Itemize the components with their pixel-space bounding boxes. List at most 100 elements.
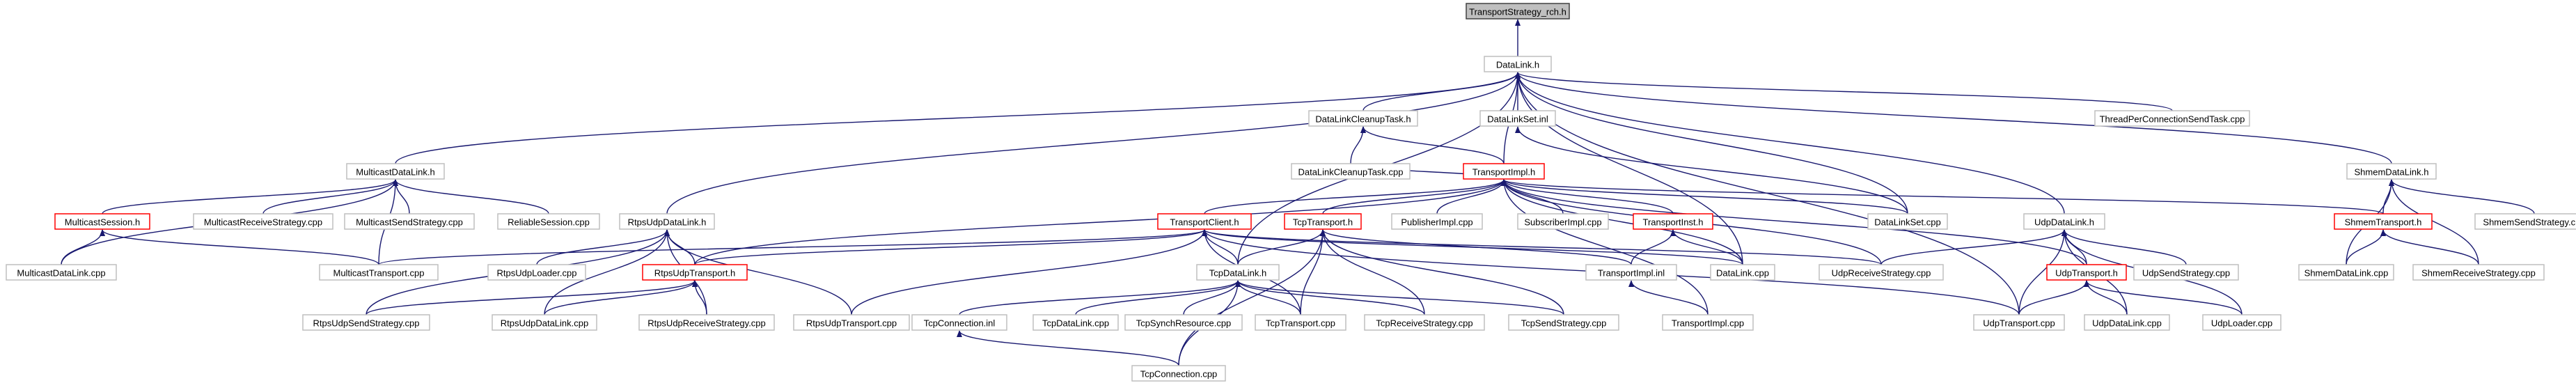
node-sdl[interactable]: ShmemDataLink.h [2346,163,2437,180]
edge-rudlc-to-rut [544,280,698,315]
node-box [54,213,150,230]
node-label: TcpSynchResource.cpp [1136,318,1232,329]
node-pi[interactable]: PublisherImpl.cpp [1391,213,1483,230]
node-label: RtpsUdpReceiveStrategy.cpp [647,318,766,329]
node-rudl[interactable]: RtpsUdpDataLink.h [619,213,715,230]
node-udlc[interactable]: UdpDataLink.cpp [2084,314,2170,331]
node-tcl[interactable]: TransportClient.h [1157,213,1252,230]
node-label: TcpConnection.cpp [1140,369,1218,380]
node-label: DataLinkCleanupTask.h [1315,114,1411,125]
node-box [2412,264,2545,281]
node-tpc[interactable]: ThreadPerConnectionSendTask.cpp [2094,110,2250,127]
node-tcinl[interactable]: TcpConnection.inl [911,314,1007,331]
node-rudlc[interactable]: RtpsUdpDataLink.cpp [492,314,597,331]
node-si[interactable]: SubscriberImpl.cpp [1517,213,1609,230]
node-label: UdpReceiveStrategy.cpp [1832,268,1931,279]
node-box [1196,264,1280,281]
node-mdl[interactable]: MulticastDataLink.h [346,163,445,180]
node-trsc[interactable]: TcpReceiveStrategy.cpp [1364,314,1485,331]
node-label: MulticastTransport.cpp [333,268,424,279]
node-dlc[interactable]: DataLink.cpp [1710,264,1775,281]
node-ut[interactable]: UdpTransport.h [2046,264,2127,281]
node-dlctc[interactable]: DataLinkCleanupTask.cpp [1291,163,1411,180]
node-st[interactable]: ShmemTransport.h [2334,213,2433,230]
node-sss[interactable]: ShmemSendStrategy.cpp [2474,213,2576,230]
node-tcc[interactable]: TcpConnection.cpp [1131,365,1226,382]
node-tin[interactable]: TransportInst.h [1633,213,1713,230]
node-tdl[interactable]: TcpDataLink.h [1196,264,1280,281]
node-tsr[interactable]: TcpSynchResource.cpp [1124,314,1243,331]
node-urs[interactable]: UdpReceiveStrategy.cpp [1819,264,1944,281]
node-box [2094,110,2250,127]
node-mt[interactable]: MulticastTransport.cpp [319,264,439,281]
node-box [2474,213,2576,230]
node-box [2346,163,2437,180]
node-label: RtpsUdpTransport.cpp [806,318,897,329]
node-box [1508,314,1619,331]
node-utc[interactable]: UdpTransport.cpp [1973,314,2065,331]
node-dlsc[interactable]: DataLinkSet.cpp [1867,213,1948,230]
node-srs[interactable]: ShmemReceiveStrategy.cpp [2412,264,2545,281]
node-ttc[interactable]: TcpTransport.cpp [1255,314,1346,331]
node-label: ShmemReceiveStrategy.cpp [2421,268,2536,279]
edge-russ-to-rut [366,280,698,315]
node-box [346,163,445,180]
edge-tt-to-ti [1322,179,1507,214]
node-rutc[interactable]: RtpsUdpTransport.cpp [793,314,910,331]
edge-ut-to-ti [1501,179,2087,265]
node-box [638,314,775,331]
edge-rurs-to-rut [692,280,707,315]
node-udl[interactable]: UdpDataLink.h [2023,213,2105,230]
node-mrs[interactable]: MulticastReceiveStrategy.cpp [193,213,333,230]
node-dlsi[interactable]: DataLinkSet.inl [1479,110,1556,127]
node-rul[interactable]: RtpsUdpLoader.cpp [487,264,586,281]
edge-rudlc-to-rudl [544,229,670,315]
node-mss[interactable]: MulticastSendStrategy.cpp [344,213,475,230]
edge-tdlc-to-tdl [1075,280,1241,315]
node-box [1517,213,1609,230]
node-box [6,264,117,281]
node-label: TransportClient.h [1170,217,1239,228]
node-label: DataLinkSet.inl [1487,114,1548,125]
edge-udl-to-dl [1515,72,2065,214]
edge-rut-to-tcl [694,229,1207,265]
node-tiinl[interactable]: TransportImpl.inl [1585,264,1677,281]
node-sdlc[interactable]: ShmemDataLink.cpp [2298,264,2394,281]
edge-ulc-to-ut [2084,280,2243,315]
node-rurs[interactable]: RtpsUdpReceiveStrategy.cpp [638,314,775,331]
node-label: TcpSendStrategy.cpp [1521,318,1607,329]
node-ms[interactable]: MulticastSession.h [54,213,150,230]
edge-dlsc-to-dlsi [1515,126,1908,214]
node-box [319,264,439,281]
node-label: TcpConnection.inl [924,318,996,329]
node-mdlc[interactable]: MulticastDataLink.cpp [6,264,117,281]
node-box [1463,163,1545,180]
node-box [642,264,748,281]
edge-tcc-to-tt [1178,229,1326,366]
node-tt[interactable]: TcpTransport.h [1284,213,1362,230]
node-label: TransportStrategy_rch.h [1469,7,1566,17]
node-rut[interactable]: RtpsUdpTransport.h [642,264,748,281]
edge-tcinl-to-tdl [959,280,1241,315]
node-box [2298,264,2394,281]
node-tss[interactable]: TcpSendStrategy.cpp [1508,314,1619,331]
node-dl[interactable]: DataLink.h [1484,56,1552,72]
node-trs[interactable]: TransportStrategy_rch.h [1466,3,1570,20]
node-tdlc[interactable]: TcpDataLink.cpp [1032,314,1119,331]
node-tic[interactable]: TransportImpl.cpp [1662,314,1754,331]
edge-tdl-to-tt [1237,229,1326,265]
node-label: TcpTransport.cpp [1266,318,1335,329]
node-ti[interactable]: TransportImpl.h [1463,163,1545,180]
node-dlct[interactable]: DataLinkCleanupTask.h [1308,110,1418,127]
node-uss[interactable]: UdpSendStrategy.cpp [2133,264,2239,281]
edge-urs-to-tcl [1202,229,1882,265]
node-label: TransportImpl.cpp [1672,318,1744,329]
node-label: TcpDataLink.h [1209,268,1266,279]
node-rs[interactable]: ReliableSession.cpp [497,213,600,230]
node-russ[interactable]: RtpsUdpSendStrategy.cpp [302,314,430,331]
node-label: UdpLoader.cpp [2211,318,2272,329]
node-box [497,213,600,230]
node-ulc[interactable]: UdpLoader.cpp [2202,314,2282,331]
node-label: ThreadPerConnectionSendTask.cpp [2100,114,2245,125]
